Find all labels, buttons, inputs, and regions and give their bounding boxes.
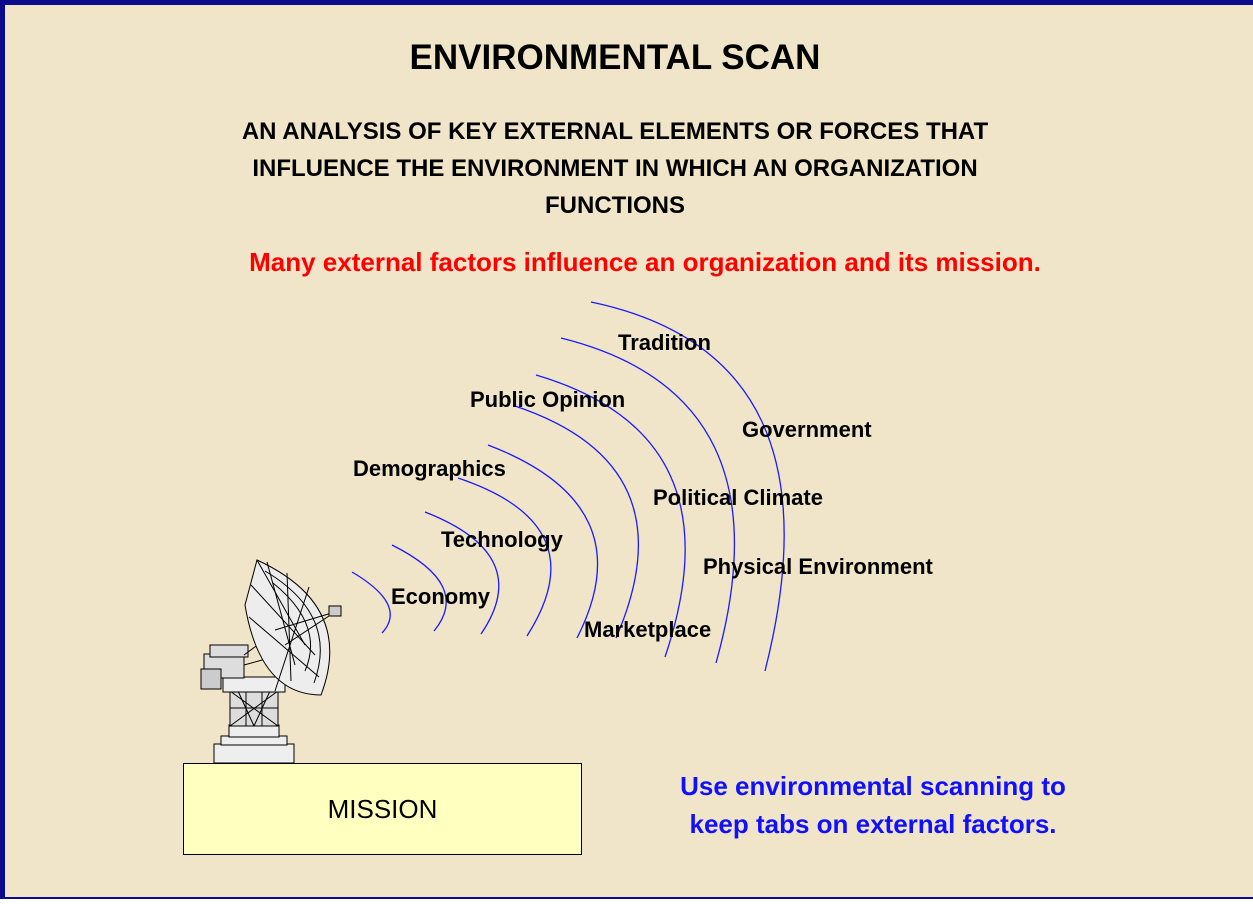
factor-technology: Technology xyxy=(441,527,564,552)
slide-title: ENVIRONMENTAL SCAN xyxy=(409,38,821,77)
factor-government: Government xyxy=(742,417,872,442)
signal-wave xyxy=(590,301,785,672)
mission-box: MISSION xyxy=(183,763,582,855)
subtitle-line: INFLUENCE THE ENVIRONMENT IN WHICH AN OR… xyxy=(252,155,978,182)
signal-wave xyxy=(424,511,500,635)
slide-subtitle: AN ANALYSIS OF KEY EXTERNAL ELEMENTS OR … xyxy=(100,113,1130,224)
signal-wave xyxy=(391,544,447,632)
blue-note-line: keep tabs on external factors. xyxy=(689,809,1057,839)
factor-political-climate: Political Climate xyxy=(653,485,823,510)
signal-waves xyxy=(351,301,785,672)
signal-wave xyxy=(560,337,735,664)
factor-demographics: Demographics xyxy=(353,456,506,481)
factor-public-opinion: Public Opinion xyxy=(470,387,625,412)
signal-wave xyxy=(487,444,599,639)
factor-marketplace: Marketplace xyxy=(584,617,711,642)
subtitle-line: AN ANALYSIS OF KEY EXTERNAL ELEMENTS OR … xyxy=(241,118,989,145)
signal-wave xyxy=(535,374,686,658)
blue-note-line: Use environmental scanning to xyxy=(680,771,1066,801)
signal-wave xyxy=(351,571,391,634)
signal-wave xyxy=(457,477,552,637)
subtitle-line: FUNCTIONS xyxy=(545,192,685,219)
mission-label: MISSION xyxy=(327,793,438,824)
factor-tradition: Tradition xyxy=(618,330,711,355)
factor-economy: Economy xyxy=(391,584,491,609)
satellite-dish-icon xyxy=(200,559,342,764)
blue-note: Use environmental scanning to keep tabs … xyxy=(613,767,1133,843)
scan-diagram: Tradition Public Opinion Government Demo… xyxy=(200,301,934,764)
signal-wave xyxy=(514,405,639,639)
factor-physical-environment: Physical Environment xyxy=(703,554,934,579)
red-statement: Many external factors influence an organ… xyxy=(249,247,1041,277)
